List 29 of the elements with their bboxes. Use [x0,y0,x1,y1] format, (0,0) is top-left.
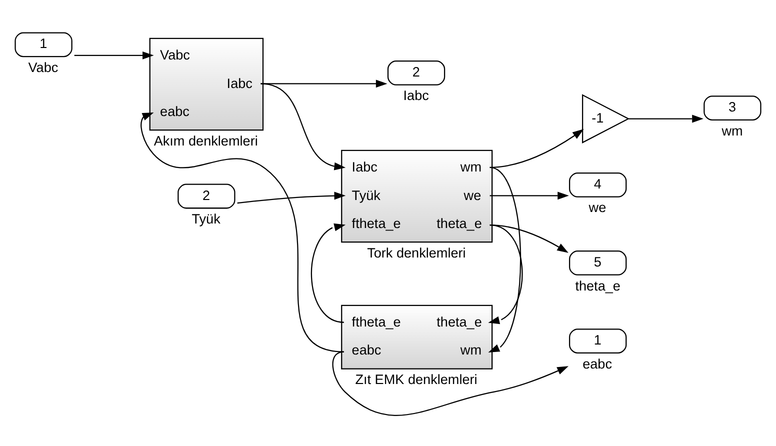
arrow [74,51,154,60]
arrow [490,129,584,168]
node-box: 5 [569,250,627,276]
node-label: we [588,200,606,216]
arrow [488,166,521,352]
arrow [628,114,704,123]
node-label: Tyük [192,212,220,227]
arrow [260,83,346,170]
node-box: 4 [569,172,627,198]
arrow [332,351,569,416]
node-label: Iabc [403,88,429,104]
node-label: wm [722,123,743,138]
node-label: Vabc [28,60,58,75]
node-box: 1 [14,32,72,58]
arrow [310,223,346,323]
node-label: eabc [582,356,612,372]
node-label: Zıt EMK denklemleri [355,372,478,388]
arrow [237,192,346,204]
node-label: Tork denklemleri [367,245,466,260]
arrow [490,192,569,200]
node-box: 2 [387,60,446,86]
node-box: 3 [704,96,762,120]
node-label: Akım denklemleri [154,133,258,148]
arrow [140,112,344,352]
node-label: theta_e [575,278,620,294]
arrow [260,80,388,88]
node-box: 2 [178,184,236,209]
node-box: 1 [569,328,627,354]
arrow [488,224,523,324]
